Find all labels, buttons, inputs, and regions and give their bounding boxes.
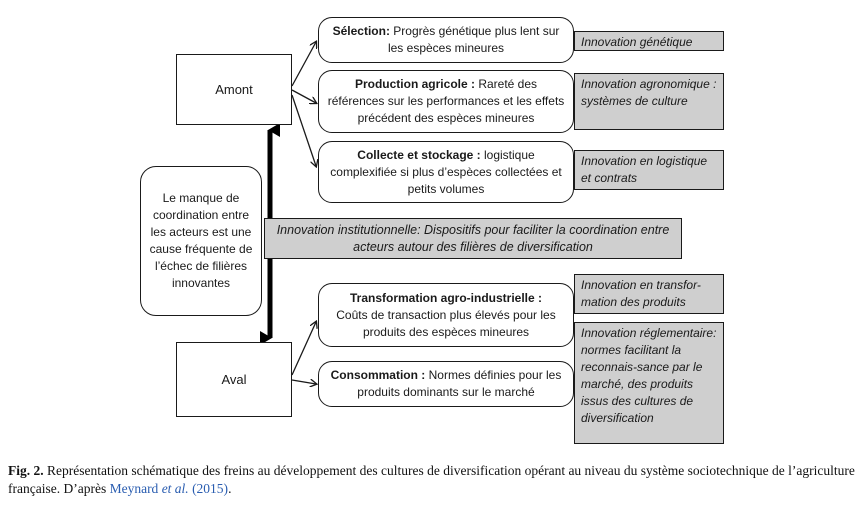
- caption-label: Fig. 2.: [8, 463, 44, 478]
- aval-label: Aval: [221, 372, 247, 387]
- innovation-genetique-text: Innovation génétique: [581, 35, 693, 49]
- caption-text: Représentation schématique des freins au…: [8, 463, 855, 496]
- coordination-note: Le manque de coordination entre les acte…: [140, 166, 262, 316]
- selection-text: Progrès génétique plus lent sur les espè…: [387, 24, 560, 55]
- innovation-institutionnelle-text: Innovation institutionnelle: Dispositifs…: [276, 223, 670, 254]
- innovation-logistique: Innovation en logistique et contrats: [574, 150, 724, 190]
- consommation-box: Consommation : Normes définies pour les …: [318, 361, 574, 407]
- production-text: Rareté des références sur les performanc…: [327, 77, 565, 125]
- figure-caption: Fig. 2. Représentation schématique des f…: [8, 462, 860, 498]
- caption-ref-author: Meynard: [109, 481, 159, 496]
- amont-box: Amont: [176, 54, 292, 125]
- caption-reference-link[interactable]: Meynard et al. (2015): [110, 481, 228, 496]
- production-title: Production agricole :: [354, 77, 475, 91]
- coordination-note-text: Le manque de coordination entre les acte…: [149, 191, 253, 290]
- collecte-title: Collecte et stockage :: [357, 147, 481, 162]
- innovation-institutionnelle: Innovation institutionnelle: Dispositifs…: [264, 218, 682, 259]
- caption-ref-etal: et al.: [161, 481, 189, 496]
- collecte-text: logistique complexifiée si plus d’espèce…: [330, 147, 562, 196]
- innovation-transformation: Innovation en transfor-mation des produi…: [574, 274, 724, 314]
- selection-title: Sélection:: [332, 24, 390, 38]
- consommation-title: Consommation :: [330, 368, 426, 382]
- innovation-reglementaire: Innovation réglementaire: normes facilit…: [574, 322, 724, 444]
- innovation-reglementaire-text: Innovation réglementaire: normes facilit…: [581, 326, 717, 425]
- transformation-text: Coûts de transaction plus élevés pour le…: [336, 307, 556, 339]
- innovation-agronomique-text: Innovation agronomique : systèmes de cul…: [581, 77, 717, 108]
- collecte-box: Collecte et stockage : logistique comple…: [318, 141, 574, 203]
- aval-box: Aval: [176, 342, 292, 417]
- consommation-text: Normes définies pour les produits domina…: [357, 368, 562, 399]
- arrow-aval-consommation: [291, 380, 316, 384]
- caption-end: .: [228, 481, 232, 496]
- innovation-transformation-text: Innovation en transfor-mation des produi…: [581, 278, 701, 309]
- innovation-agronomique: Innovation agronomique : systèmes de cul…: [574, 73, 724, 130]
- caption-ref-year: (2015): [188, 481, 229, 496]
- selection-box: Sélection: Progrès génétique plus lent s…: [318, 17, 574, 63]
- arrow-aval-transformation: [291, 322, 316, 376]
- arrow-amont-collecte: [291, 94, 316, 166]
- innovation-logistique-text: Innovation en logistique et contrats: [581, 154, 708, 185]
- arrow-amont-production: [291, 89, 316, 103]
- amont-label: Amont: [215, 82, 253, 97]
- arrow-amont-selection: [291, 42, 316, 87]
- transformation-title: Transformation agro-industrielle :: [349, 290, 543, 305]
- production-box: Production agricole : Rareté des référen…: [318, 70, 574, 133]
- innovation-genetique: Innovation génétique: [574, 31, 724, 51]
- transformation-box: Transformation agro-industrielle : Coûts…: [318, 283, 574, 347]
